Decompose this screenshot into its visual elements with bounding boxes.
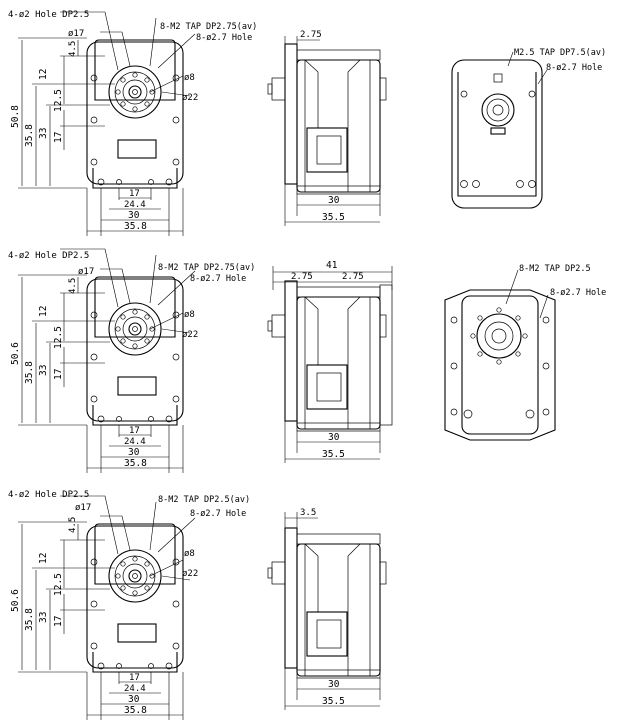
row2-callout-d22: ø22 bbox=[182, 330, 198, 340]
row2-side-view bbox=[267, 266, 393, 464]
row1-callout-8-holes: 8-ø2.7 Hole bbox=[196, 33, 252, 43]
row2-side-dim-2-75-left: 2.75 bbox=[291, 272, 313, 282]
row2-dim-30: 30 bbox=[128, 447, 140, 458]
row3-callout-4-holes: 4-ø2 Hole DP2.5 bbox=[8, 490, 89, 500]
row3-callout-8-holes: 8-ø2.7 Hole bbox=[190, 509, 246, 519]
row3-callout-8-tap: 8-M2 TAP DP2.5(av) bbox=[158, 495, 250, 505]
row3-dim-12: 12 bbox=[38, 553, 49, 564]
row3-dim-17-h: 17 bbox=[129, 673, 140, 683]
row2-back-callout-tap: 8-M2 TAP DP2.5 bbox=[519, 264, 591, 274]
row2-back-callout-holes: 8-ø2.7 Hole bbox=[550, 288, 606, 298]
row2-callout-8-holes: 8-ø2.7 Hole bbox=[190, 274, 246, 284]
row3-dim-50-6: 50.6 bbox=[10, 589, 21, 612]
row3-dim-35-8-v: 35.8 bbox=[24, 608, 35, 631]
row2-dim-50-6: 50.6 bbox=[10, 342, 21, 365]
row2-callout-d8: ø8 bbox=[184, 310, 195, 320]
row2-front-view bbox=[17, 248, 196, 474]
row1-dim-17-v: 17 bbox=[53, 132, 64, 143]
row1-dim-33: 33 bbox=[38, 128, 49, 139]
row1-side-dim-2-75: 2.75 bbox=[300, 30, 322, 40]
row1-dim-35-8-v: 35.8 bbox=[24, 124, 35, 147]
row1-callout-d22: ø22 bbox=[182, 93, 198, 103]
row2-back-view bbox=[444, 269, 556, 441]
row3-dim-35-8-h: 35.8 bbox=[124, 705, 147, 716]
row1-dim-12-5: 12.5 bbox=[53, 89, 64, 112]
row2-side-dim-35-5: 35.5 bbox=[322, 449, 345, 460]
row2-dim-12: 12 bbox=[38, 306, 49, 317]
row1-side-view bbox=[267, 36, 387, 227]
row3-dim-30: 30 bbox=[128, 694, 140, 705]
row3-dim-12-5: 12.5 bbox=[53, 573, 64, 596]
row3-front-view bbox=[17, 495, 196, 721]
row2-dim-17-v: 17 bbox=[53, 369, 64, 380]
row2-side-dim-30: 30 bbox=[328, 432, 340, 443]
row2-dim-12-5: 12.5 bbox=[53, 326, 64, 349]
row1-back-callout-holes: 8-ø2.7 Hole bbox=[546, 63, 602, 73]
row1-callout-d17: ø17 bbox=[68, 29, 84, 39]
row1-dim-12: 12 bbox=[38, 69, 49, 80]
row2-dim-35-8-v: 35.8 bbox=[24, 361, 35, 384]
row1-back-view bbox=[451, 51, 548, 209]
row1-dim-4-5: 4.5 bbox=[68, 41, 78, 57]
row1-back-callout-tap: M2.5 TAP DP7.5(av) bbox=[514, 48, 606, 58]
row3-callout-d22: ø22 bbox=[182, 569, 198, 579]
row2-dim-17-h: 17 bbox=[129, 426, 140, 436]
row2-dim-4-5: 4.5 bbox=[68, 278, 78, 294]
row1-side-dim-35-5: 35.5 bbox=[322, 212, 345, 223]
row2-dim-33: 33 bbox=[38, 365, 49, 376]
row1-front-view bbox=[17, 11, 196, 237]
row2-callout-4-holes: 4-ø2 Hole DP2.5 bbox=[8, 251, 89, 261]
row3-side-dim-35-5: 35.5 bbox=[322, 696, 345, 707]
row3-side-dim-3-5: 3.5 bbox=[300, 508, 316, 518]
row1-callout-8-tap: 8-M2 TAP DP2.75(av) bbox=[160, 22, 257, 32]
row1-callout-4-holes: 4-ø2 Hole DP2.5 bbox=[8, 10, 89, 20]
row3-dim-24-4: 24.4 bbox=[124, 684, 146, 694]
row2-callout-d17: ø17 bbox=[78, 267, 94, 277]
row1-callout-d8: ø8 bbox=[184, 73, 195, 83]
row1-dim-17-h: 17 bbox=[129, 189, 140, 199]
row2-side-dim-2-75-right: 2.75 bbox=[342, 272, 364, 282]
row1-dim-50-8: 50.8 bbox=[10, 105, 21, 128]
row2-dim-35-8-h: 35.8 bbox=[124, 458, 147, 469]
row2-side-dim-41: 41 bbox=[326, 260, 338, 271]
row2-callout-8-tap: 8-M2 TAP DP2.75(av) bbox=[158, 263, 255, 273]
row1-side-dim-30: 30 bbox=[328, 195, 340, 206]
row3-dim-17-v: 17 bbox=[53, 616, 64, 627]
row3-side-dim-30: 30 bbox=[328, 679, 340, 690]
row1-dim-35-8-h: 35.8 bbox=[124, 221, 147, 232]
row3-callout-d17: ø17 bbox=[75, 503, 91, 513]
row1-dim-30: 30 bbox=[128, 210, 140, 221]
row3-dim-33: 33 bbox=[38, 612, 49, 623]
row1-dim-24-4: 24.4 bbox=[124, 200, 146, 210]
row3-callout-d8: ø8 bbox=[184, 549, 195, 559]
row3-dim-4-5: 4.5 bbox=[68, 517, 78, 533]
row2-dim-24-4: 24.4 bbox=[124, 437, 146, 447]
row3-side-view bbox=[267, 512, 387, 711]
